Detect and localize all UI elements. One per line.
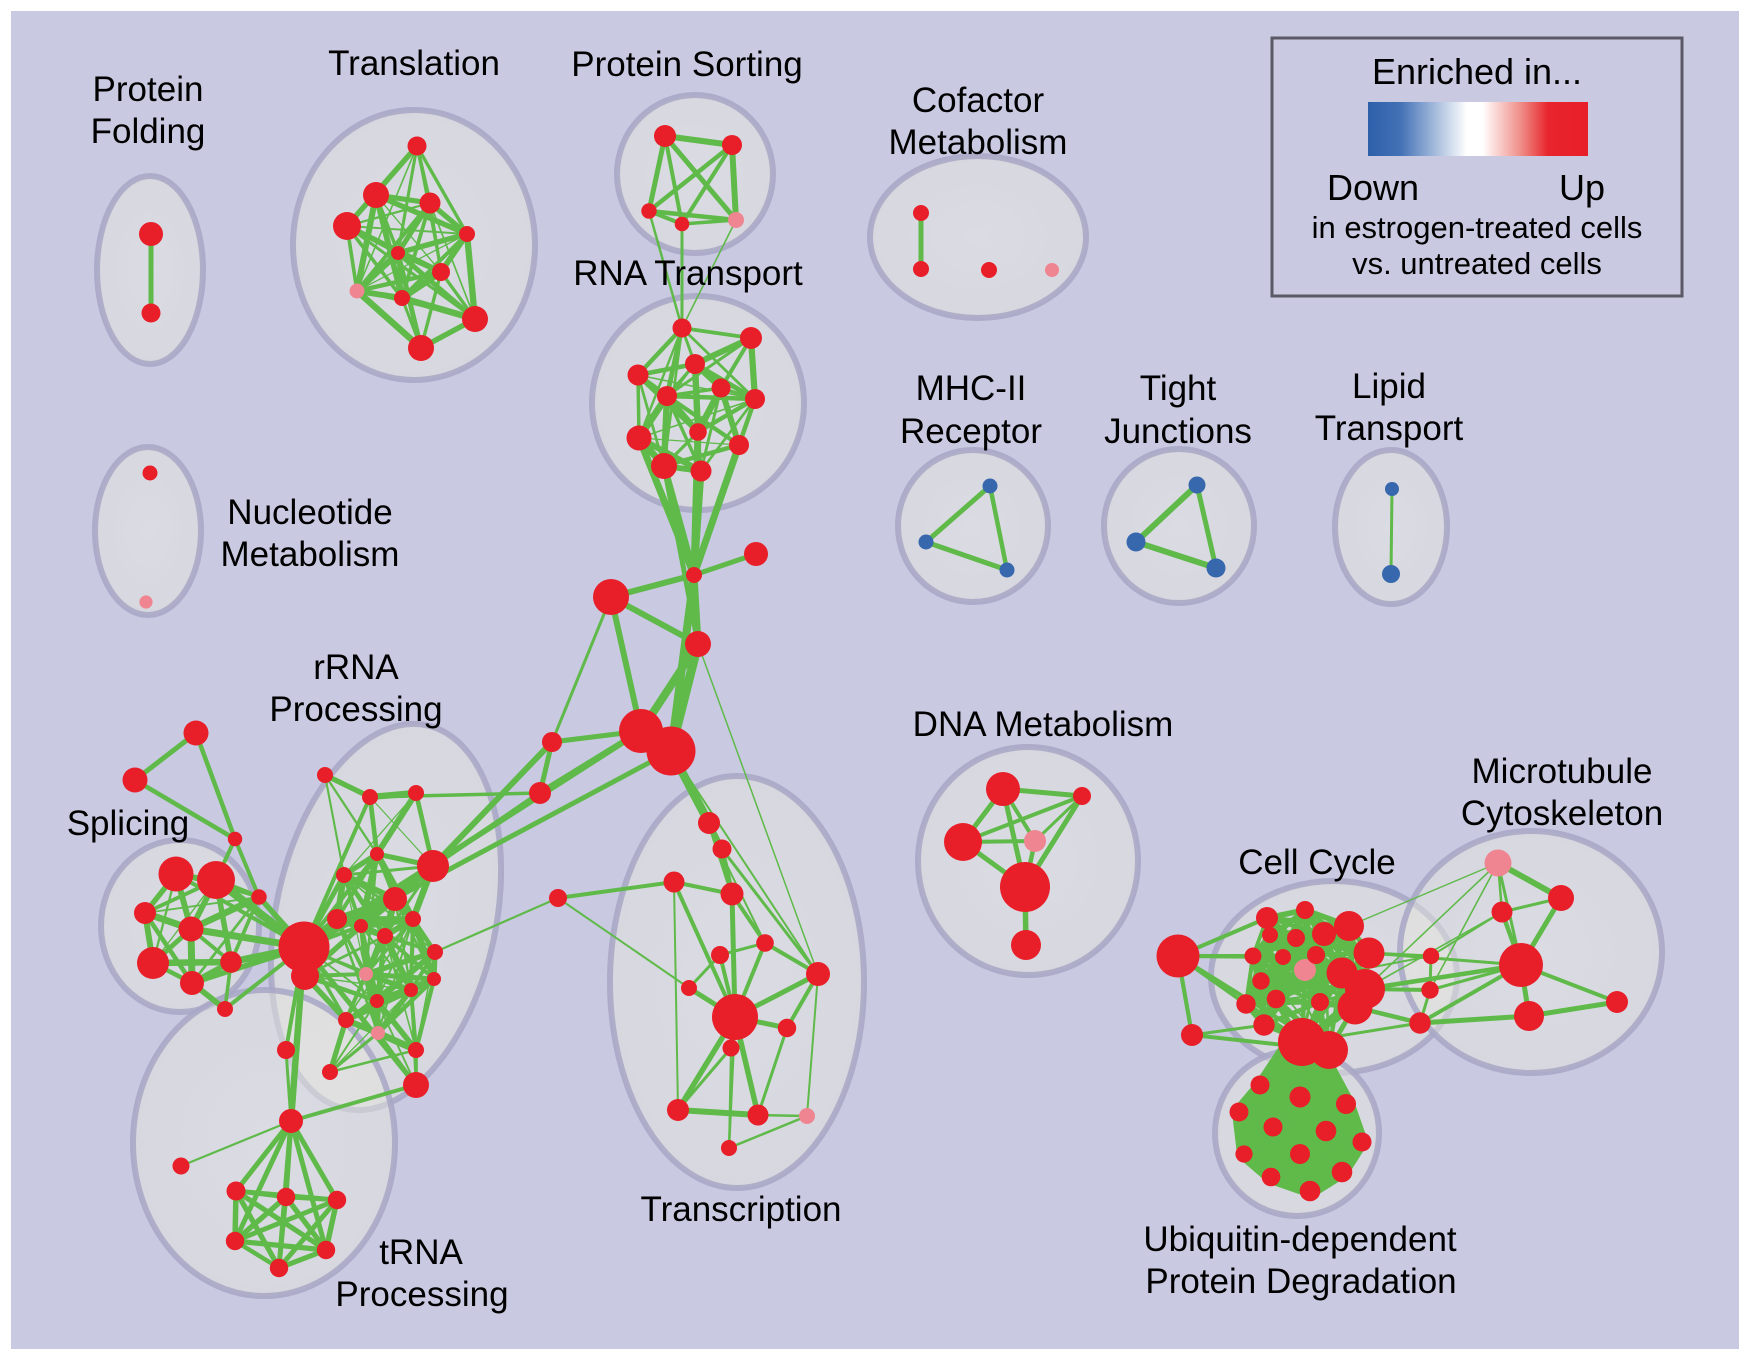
svg-text:Folding: Folding	[91, 112, 206, 151]
svg-text:Enriched in...: Enriched in...	[1372, 51, 1582, 92]
svg-text:Cytoskeleton: Cytoskeleton	[1461, 794, 1663, 833]
svg-text:Protein Sorting: Protein Sorting	[571, 45, 803, 84]
svg-text:Protein Degradation: Protein Degradation	[1145, 1262, 1456, 1301]
svg-text:in estrogen-treated cells: in estrogen-treated cells	[1312, 210, 1643, 245]
svg-text:Up: Up	[1559, 167, 1605, 208]
svg-text:Receptor: Receptor	[900, 412, 1042, 451]
svg-text:Nucleotide: Nucleotide	[227, 493, 392, 532]
svg-text:rRNA: rRNA	[313, 648, 399, 687]
svg-text:tRNA: tRNA	[379, 1233, 463, 1272]
svg-text:Cofactor: Cofactor	[912, 81, 1045, 120]
svg-text:MHC-II: MHC-II	[916, 369, 1027, 408]
svg-text:Metabolism: Metabolism	[889, 123, 1068, 162]
svg-text:Processing: Processing	[335, 1275, 508, 1314]
svg-text:DNA Metabolism: DNA Metabolism	[913, 705, 1174, 744]
svg-text:Transport: Transport	[1315, 409, 1464, 448]
svg-text:vs. untreated cells: vs. untreated cells	[1352, 246, 1602, 281]
svg-text:Microtubule: Microtubule	[1472, 752, 1653, 791]
svg-text:Transcription: Transcription	[641, 1190, 842, 1229]
svg-text:Cell Cycle: Cell Cycle	[1238, 843, 1396, 882]
svg-text:Metabolism: Metabolism	[221, 535, 400, 574]
svg-text:Tight: Tight	[1140, 369, 1217, 408]
svg-text:RNA Transport: RNA Transport	[573, 254, 803, 293]
svg-text:Protein: Protein	[93, 70, 204, 109]
svg-text:Processing: Processing	[269, 690, 442, 729]
svg-text:Lipid: Lipid	[1352, 367, 1426, 406]
svg-text:Ubiquitin-dependent: Ubiquitin-dependent	[1143, 1220, 1457, 1259]
svg-text:Down: Down	[1327, 167, 1419, 208]
svg-text:Junctions: Junctions	[1104, 412, 1252, 451]
svg-text:Translation: Translation	[328, 44, 500, 83]
svg-text:Splicing: Splicing	[67, 804, 190, 843]
